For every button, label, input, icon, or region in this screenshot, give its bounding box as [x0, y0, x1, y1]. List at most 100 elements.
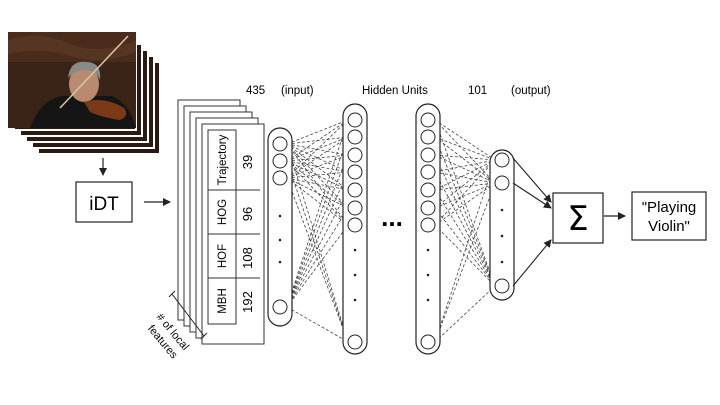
dashed-connection [286, 136, 349, 308]
feature-front-sheet [207, 129, 237, 325]
dashed-connection [434, 136, 496, 184]
input-node [272, 153, 288, 169]
dashed-connection [434, 119, 496, 161]
dashed-connection [286, 119, 349, 179]
feature-name-mbh: MBH [217, 288, 229, 314]
feature-name-hof: HOF [217, 244, 229, 268]
dashed-connection [286, 154, 349, 308]
h2-node [420, 200, 436, 216]
out-node [494, 175, 510, 191]
h1-node [347, 334, 363, 350]
h2-ellipsis-dot [426, 273, 430, 277]
h1-node [347, 217, 363, 233]
dashed-connection [286, 119, 349, 162]
idt-label: iDT [89, 194, 119, 215]
feature-dim-mbh: 192 [240, 291, 255, 313]
h1-node [347, 164, 363, 180]
h2-node [420, 129, 436, 145]
dashed-connection [286, 189, 349, 308]
feature-dim-hog: 96 [240, 207, 255, 221]
feature-stack: Trajectory HOG HOF MBH 39 96 108 192 [177, 99, 265, 345]
h1-node [347, 182, 363, 198]
hidden-units-label: Hidden Units [362, 85, 428, 97]
dashed-connection [286, 119, 349, 308]
result-box: "Playing Violin" [631, 191, 707, 241]
dashed-connection [434, 154, 496, 184]
out-node [494, 278, 510, 294]
dashed-connection [434, 154, 496, 287]
dashed-connection [286, 160, 349, 191]
h2-node [420, 164, 436, 180]
dashed-connection [434, 159, 496, 209]
h2-node [420, 334, 436, 350]
hidden-layers-ellipsis: ... [381, 202, 403, 232]
dashed-connection [434, 136, 496, 161]
dashed-connection [286, 224, 349, 308]
dashed-connection [434, 182, 496, 209]
dashed-connection [434, 224, 496, 287]
out-ellipsis-dot [500, 208, 504, 212]
output-to-sum-arrows [512, 157, 552, 287]
h2-node [420, 112, 436, 128]
output-layer-column [489, 149, 515, 301]
h1-node [347, 112, 363, 128]
input-label: (input) [281, 85, 314, 97]
dashed-connection [434, 189, 496, 287]
dashed-connection [434, 182, 496, 191]
out-ellipsis-dot [500, 234, 504, 238]
dashed-connection [286, 177, 349, 209]
dashed-connection [434, 159, 496, 173]
dashed-connection [286, 171, 349, 179]
input-node [272, 170, 288, 186]
dashed-connection [434, 171, 496, 184]
h1-node [347, 200, 363, 216]
out-ellipsis-dot [500, 260, 504, 264]
h2-ellipsis-dot [426, 298, 430, 302]
output-count: 101 [468, 85, 487, 97]
dashed-connection [434, 136, 496, 287]
dashed-connection [286, 154, 349, 162]
out-node [494, 152, 510, 168]
dashed-connection [286, 207, 349, 308]
dashed-connections [286, 119, 496, 343]
input-ellipsis-dot [278, 214, 282, 218]
result-label-line2: Violin" [648, 218, 690, 235]
dashed-connection [286, 143, 349, 226]
dashed-connection [434, 154, 496, 161]
input-count: 435 [246, 85, 265, 97]
h2-node [420, 217, 436, 233]
dashed-connection [286, 160, 349, 343]
dashed-connection [434, 119, 496, 184]
dashed-connection [434, 182, 496, 343]
sigma-icon: Σ [567, 199, 588, 239]
h1-node [347, 129, 363, 145]
dashed-connection [286, 160, 349, 209]
h1-node [347, 147, 363, 163]
feature-name-hog: HOG [217, 199, 229, 225]
dashed-connection [434, 159, 496, 343]
output-label: (output) [511, 85, 551, 97]
h2-node [420, 147, 436, 163]
dashed-connection [286, 177, 349, 343]
sum-box: Σ [552, 192, 604, 244]
input-ellipsis-dot [278, 238, 282, 242]
feature-dim-trajectory: 39 [240, 155, 255, 169]
h1-ellipsis-dot [353, 248, 357, 252]
neuron-nodes [272, 112, 510, 350]
dashed-connection [286, 143, 349, 191]
dashed-connection [434, 159, 496, 191]
dashed-connection [286, 143, 349, 343]
h2-node [420, 182, 436, 198]
continuation-dots [278, 208, 504, 302]
input-node [272, 299, 288, 315]
dashed-connection [286, 136, 349, 179]
input-ellipsis-dot [278, 260, 282, 264]
input-node [272, 136, 288, 152]
dashed-connection [286, 154, 349, 179]
dashed-connection [286, 177, 349, 226]
video-frames [8, 32, 161, 155]
dashed-connection [286, 119, 349, 145]
idt-box: iDT [75, 181, 133, 223]
dashed-connection [286, 171, 349, 308]
h2-ellipsis-dot [426, 248, 430, 252]
